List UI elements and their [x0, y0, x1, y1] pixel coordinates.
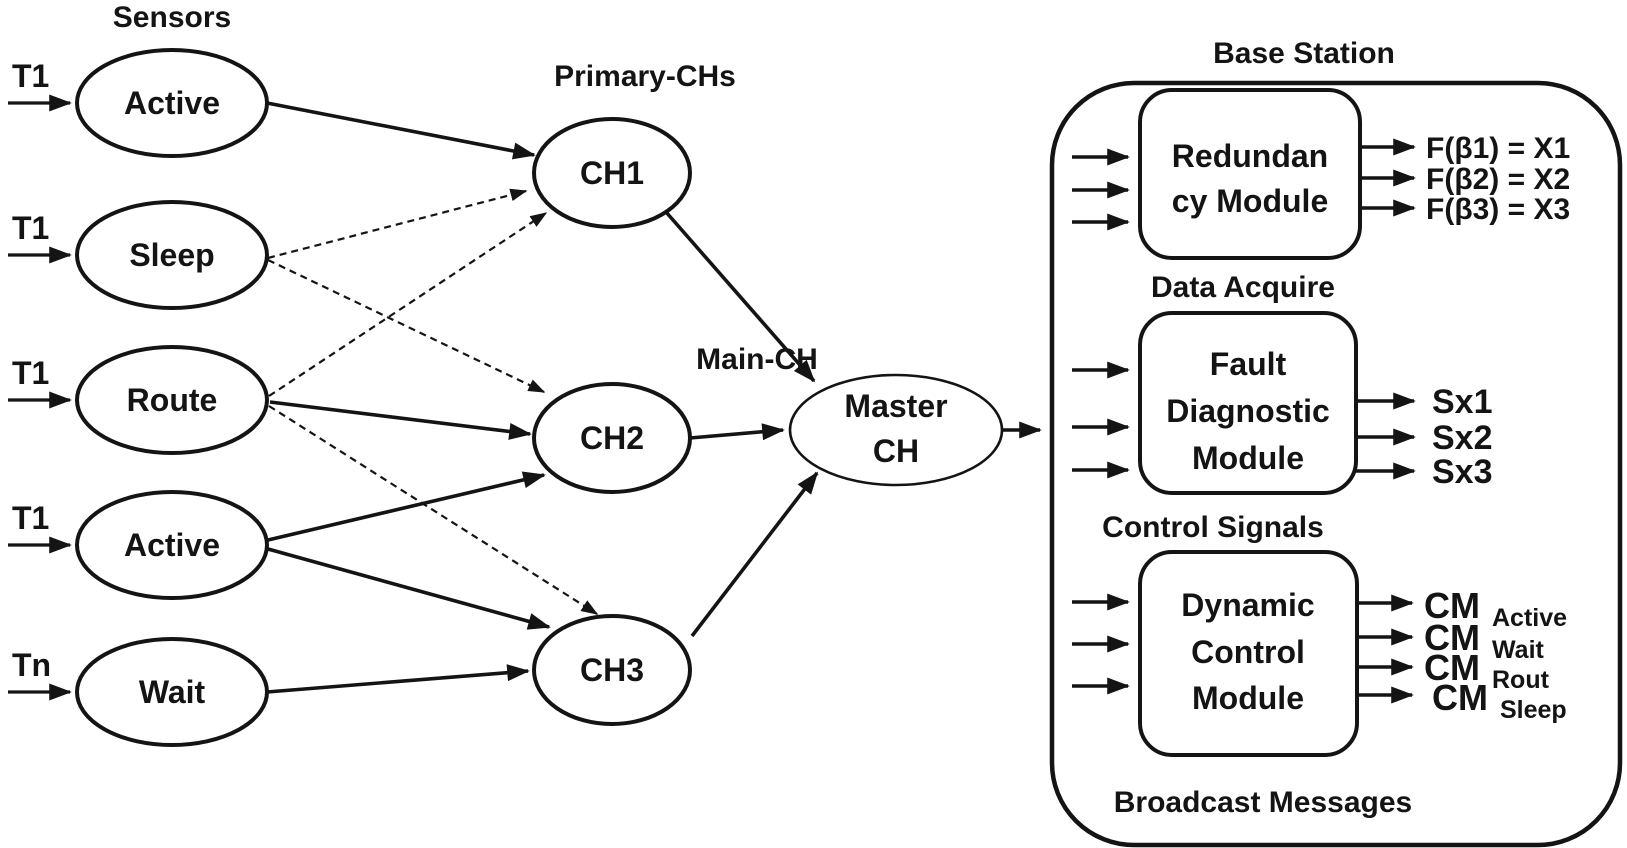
- edge-wait-ch3: [266, 664, 530, 694]
- sensor-node-label: Sleep: [129, 237, 214, 273]
- fault-module-label-line2: Diagnostic: [1166, 393, 1330, 429]
- dynamic-module-label-line3: Module: [1192, 680, 1304, 716]
- edge-ch1-master: [664, 210, 816, 383]
- dynamic-control-module-box: [1138, 550, 1359, 757]
- redundancy-output-label: F(β2) = X2: [1426, 163, 1570, 196]
- cm-output-label: CM: [1424, 647, 1480, 688]
- ch1-node: [532, 117, 692, 229]
- sensor-node-label: Active: [124, 85, 220, 121]
- ch1-label: CH1: [580, 155, 644, 191]
- cm-output-mode: Wait: [1492, 636, 1545, 664]
- sensor-input-label: T1: [12, 58, 49, 94]
- broadcast-messages-caption: Broadcast Messages: [1114, 786, 1412, 819]
- cm-output-mode: Rout: [1492, 666, 1550, 694]
- edge-route-ch1: [268, 212, 548, 397]
- dynamic-module-label-line1: Dynamic: [1181, 587, 1314, 623]
- sensor-input-label: T1: [12, 210, 49, 246]
- fault-module-label-line3: Module: [1192, 440, 1304, 476]
- sensor-node-label: Wait: [139, 674, 206, 710]
- cm-output-mode: Sleep: [1500, 696, 1567, 724]
- redundancy-output-label: F(β1) = X1: [1426, 132, 1570, 165]
- fault-diagnostic-module-box: [1138, 311, 1358, 495]
- sensor-node-active-2: [75, 490, 269, 600]
- sensor-node-label: Route: [127, 382, 218, 418]
- master-ch-node: [788, 373, 1004, 487]
- redundancy-module-label-line1: Redundan: [1172, 138, 1328, 174]
- fault-output-label: Sx3: [1432, 453, 1493, 491]
- edge-route-ch3: [268, 405, 599, 615]
- sensor-input-label: T1: [12, 355, 49, 391]
- main-ch-title: Main-CH: [696, 343, 818, 376]
- dynamic-module-label-line2: Control: [1191, 634, 1305, 670]
- edge-sleep-ch1: [267, 188, 528, 260]
- edge-ch3-master: [690, 471, 819, 638]
- sensor-node-label: Active: [124, 527, 220, 563]
- sensor-node-active-1: [75, 48, 269, 158]
- cm-output-label: CM: [1432, 677, 1488, 718]
- ch2-label: CH2: [580, 420, 644, 456]
- sensor-node-wait: [75, 637, 269, 747]
- base-station-box: [1049, 80, 1623, 848]
- edge-active2-ch3: [267, 547, 551, 630]
- sensors-title: Sensors: [113, 1, 231, 34]
- base-station-title: Base Station: [1213, 37, 1395, 70]
- redundancy-output-label: F(β3) = X3: [1426, 193, 1570, 226]
- cm-output-label: CM: [1424, 617, 1480, 658]
- cm-output-mode: Active: [1492, 604, 1567, 632]
- ch2-node: [532, 382, 692, 494]
- control-signals-caption: Control Signals: [1102, 511, 1324, 544]
- edge-active1-ch1: [266, 101, 536, 160]
- edge-route-ch2: [269, 400, 532, 440]
- sensor-input-label: Tn: [12, 647, 51, 683]
- sensor-node-route: [75, 345, 269, 455]
- cm-output-label: CM: [1424, 585, 1480, 626]
- primary-chs-title: Primary-CHs: [554, 60, 736, 93]
- data-acquire-caption: Data Acquire: [1151, 271, 1335, 304]
- edge-active2-ch2: [267, 471, 546, 542]
- fault-output-label: Sx2: [1432, 419, 1493, 457]
- sensor-input-label: T1: [12, 500, 49, 536]
- ch3-node: [532, 614, 692, 726]
- fault-output-label: Sx1: [1432, 383, 1493, 421]
- redundancy-module-box: [1138, 88, 1362, 260]
- sensor-node-sleep: [75, 200, 269, 310]
- edge-ch2-master: [689, 423, 785, 441]
- ch3-label: CH3: [580, 652, 644, 688]
- redundancy-module-label-line2: cy Module: [1172, 183, 1328, 219]
- fault-module-label-line1: Fault: [1210, 346, 1287, 382]
- edge-sleep-ch2: [267, 259, 546, 393]
- master-ch-label-line1: Master: [844, 388, 947, 424]
- master-ch-label-line2: CH: [873, 433, 919, 469]
